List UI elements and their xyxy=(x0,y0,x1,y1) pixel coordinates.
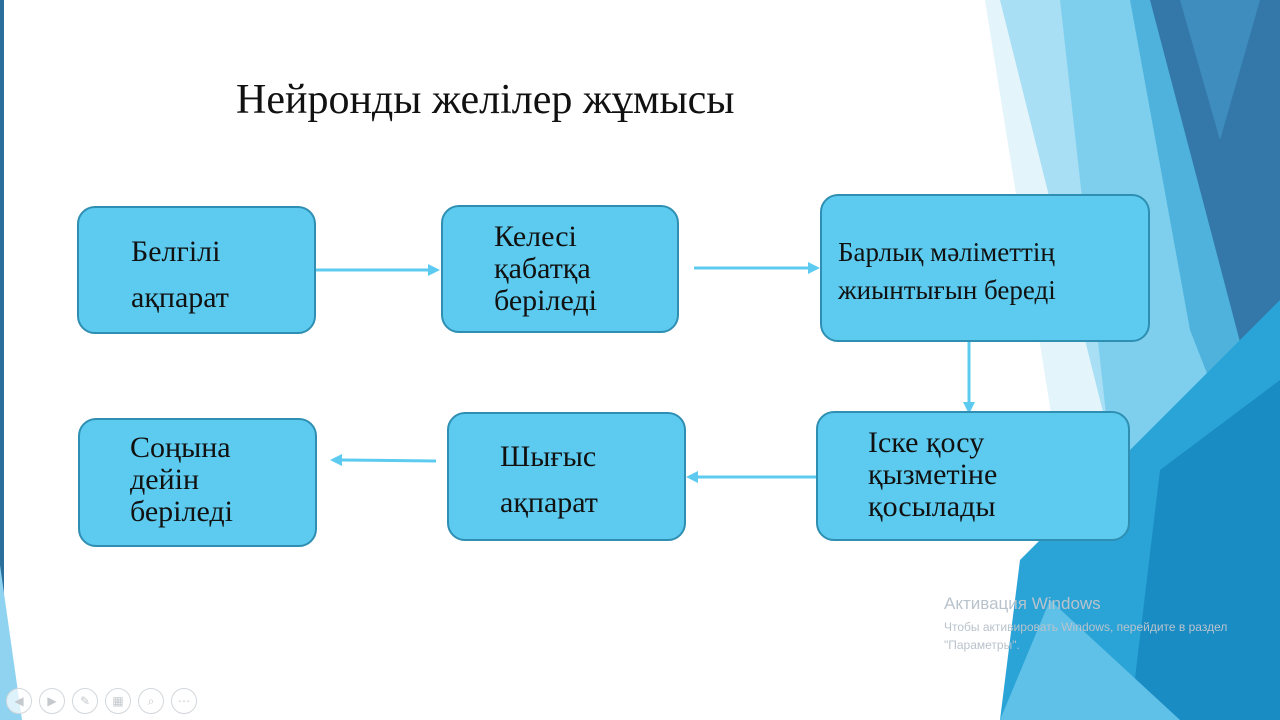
arrow-1-head xyxy=(428,264,440,276)
bottom-right-shape-2 xyxy=(1130,380,1280,720)
box-activation: Іске қосу қызметіне қосылады xyxy=(816,411,1130,541)
bottom-right-shape-3 xyxy=(1000,600,1180,720)
previous-icon[interactable]: ◀ xyxy=(6,688,32,714)
box-line: ақпарат xyxy=(500,486,598,519)
slide-title: Нейронды желілер жұмысы xyxy=(236,77,735,123)
box-next-layer: Келесі қабатқа беріледі xyxy=(441,205,679,333)
more-icon[interactable]: ⋯ xyxy=(171,688,197,714)
right-shape-dark-2 xyxy=(1180,0,1260,140)
watermark-text: Чтобы активировать Windows, перейдите в … xyxy=(944,620,1228,652)
arrow-5-head xyxy=(330,454,342,466)
windows-activation-watermark: Активация Windows Чтобы активировать Win… xyxy=(944,594,1234,654)
arrow-3-head xyxy=(963,402,975,414)
box-line: қызметіне xyxy=(868,458,998,491)
box-line: Келесі xyxy=(494,220,577,253)
arrow-4-head xyxy=(686,471,698,483)
box-line: беріледі xyxy=(494,284,598,317)
arrow-2-head xyxy=(808,262,820,274)
slides-icon[interactable]: ▦ xyxy=(105,688,131,714)
flow-arrows xyxy=(316,262,975,483)
box-line: Соңына xyxy=(130,431,231,464)
box-line: Шығыс xyxy=(500,440,597,473)
box-all-data: Барлық мәліметтің жиынтығын береді xyxy=(820,194,1150,342)
box-line: Барлық мәліметтің xyxy=(838,237,1055,267)
box-to-end: Соңына дейін беріледі xyxy=(78,418,317,547)
box-line: ақпарат xyxy=(131,281,229,314)
box-line: Белгілі xyxy=(131,235,221,268)
box-line: Іске қосу xyxy=(868,426,985,459)
box-line: дейін xyxy=(130,463,200,496)
left-bottom-shape xyxy=(0,565,22,720)
pen-icon[interactable]: ✎ xyxy=(72,688,98,714)
box-known-info: Белгілі ақпарат xyxy=(77,206,316,334)
box-line: қосылады xyxy=(868,490,996,523)
arrow-5 xyxy=(341,458,437,463)
box-output: Шығыс ақпарат xyxy=(447,412,686,541)
box-line: қабатқа xyxy=(494,252,591,285)
zoom-icon[interactable]: ⌕ xyxy=(138,688,164,714)
box-line: жиынтығын береді xyxy=(838,275,1056,305)
watermark-title: Активация Windows xyxy=(944,594,1101,613)
left-edge-strip xyxy=(0,0,4,720)
slideshow-controls: ◀ ▶ ✎ ▦ ⌕ ⋯ xyxy=(6,688,197,714)
next-icon[interactable]: ▶ xyxy=(39,688,65,714)
box-line: беріледі xyxy=(130,495,234,528)
